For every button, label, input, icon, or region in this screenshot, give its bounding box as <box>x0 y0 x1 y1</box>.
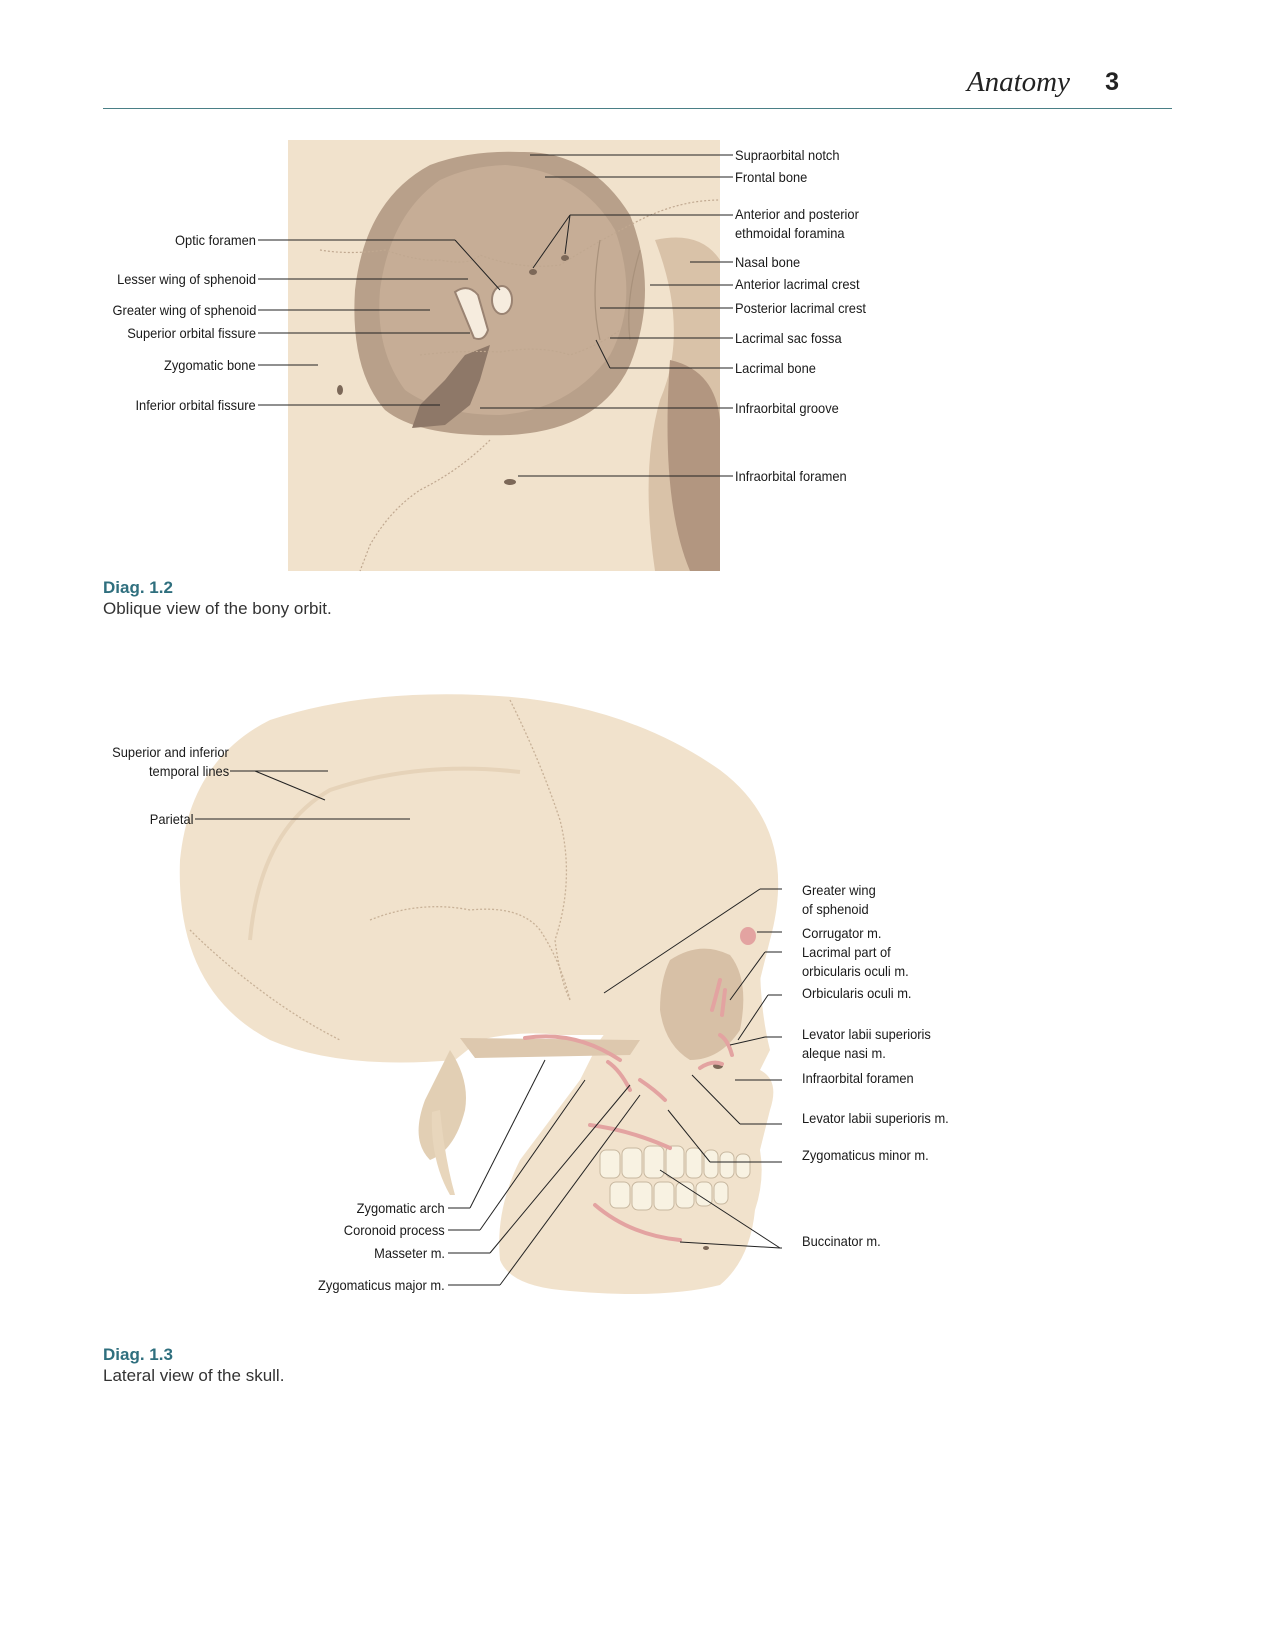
label-orbicularis-oculi: Orbicularis oculi m. <box>802 985 912 1001</box>
label-superior-orbital-fissure: Superior orbital fissure <box>127 325 256 341</box>
label-anterior-lacrimal-crest: Anterior lacrimal crest <box>735 276 860 292</box>
label-zygomaticus-minor: Zygomaticus minor m. <box>802 1147 929 1163</box>
label-greater-wing-sphenoid-1: Greater wing <box>802 882 876 898</box>
label-masseter: Masseter m. <box>374 1245 445 1261</box>
diag-1-2-number: Diag. 1.2 <box>103 578 173 597</box>
label-frontal-bone: Frontal bone <box>735 169 808 185</box>
label-corrugator: Corrugator m. <box>802 925 882 941</box>
label-parietal: Parietal <box>149 811 193 827</box>
orbit-leader-lines <box>258 154 733 477</box>
label-inferior-orbital-fissure: Inferior orbital fissure <box>135 397 256 413</box>
diag-1-3-caption: Lateral view of the skull. <box>103 1366 285 1385</box>
label-greater-wing-sphenoid-2: of sphenoid <box>802 901 869 917</box>
label-levator-nasi-2: aleque nasi m. <box>802 1045 886 1061</box>
label-supraorbital-notch: Supraorbital notch <box>735 147 840 163</box>
label-temporal-lines-1: Superior and inferior <box>112 744 229 760</box>
label-lacrimal-bone: Lacrimal bone <box>735 360 816 376</box>
label-optic-foramen: Optic foramen <box>175 232 256 248</box>
diag-1-2-caption: Oblique view of the bony orbit. <box>103 599 332 618</box>
label-posterior-lacrimal-crest: Posterior lacrimal crest <box>735 300 866 316</box>
label-temporal-lines-2: temporal lines <box>148 763 229 779</box>
label-lacrimal-part-1: Lacrimal part of <box>802 944 891 960</box>
label-lacrimal-sac-fossa: Lacrimal sac fossa <box>735 330 842 346</box>
label-infraorbital-groove: Infraorbital groove <box>735 400 839 416</box>
label-nasal-bone: Nasal bone <box>735 254 801 270</box>
label-greater-wing: Greater wing of sphenoid <box>112 302 256 318</box>
label-lacrimal-part-2: orbicularis oculi m. <box>802 963 909 979</box>
label-infraorbital-foramen-orbit: Infraorbital foramen <box>735 468 847 484</box>
label-buccinator: Buccinator m. <box>802 1233 881 1249</box>
label-lesser-wing: Lesser wing of sphenoid <box>117 271 256 287</box>
label-levator-nasi-1: Levator labii superioris <box>802 1026 931 1042</box>
label-coronoid-process: Coronoid process <box>344 1222 445 1238</box>
page-number: 3 <box>1105 68 1119 96</box>
diag-1-3-number: Diag. 1.3 <box>103 1345 173 1364</box>
orbit-illustration <box>288 140 721 572</box>
label-zygomaticus-major: Zygomaticus major m. <box>318 1277 445 1293</box>
label-infraorbital-foramen-skull: Infraorbital foramen <box>802 1070 914 1086</box>
label-zygomatic-bone: Zygomatic bone <box>164 357 256 373</box>
skull-illustration <box>179 694 779 1294</box>
label-levator-labii: Levator labii superioris m. <box>802 1110 949 1126</box>
skull-leader-lines <box>195 770 782 1286</box>
label-ethmoidal-foramina-2: ethmoidal foramina <box>735 225 845 241</box>
label-ethmoidal-foramina-1: Anterior and posterior <box>735 206 859 222</box>
label-zygomatic-arch: Zygomatic arch <box>356 1200 445 1216</box>
page-header-title: Anatomy <box>966 66 1070 98</box>
header-rule <box>103 108 1172 109</box>
